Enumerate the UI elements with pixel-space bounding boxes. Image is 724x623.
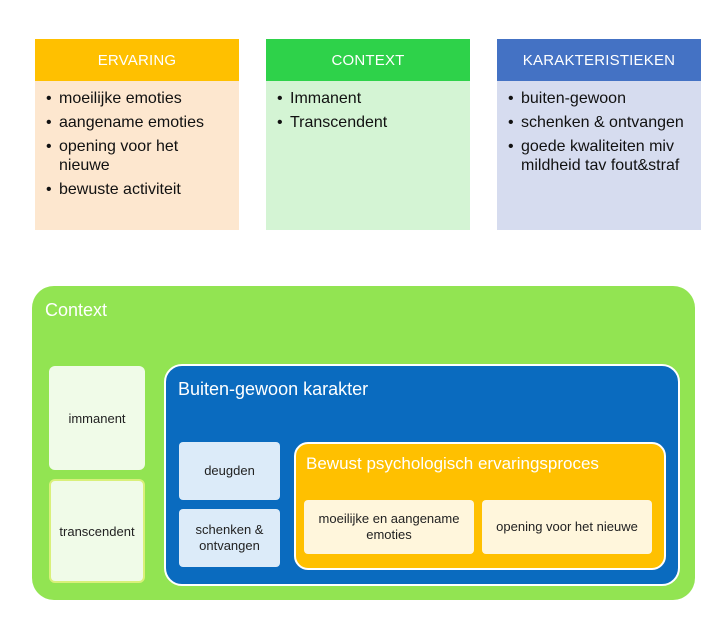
schenken-ontvangen-box: schenken & ontvangen (179, 509, 280, 567)
column-karakteristieken-title: KARAKTERISTIEKEN (497, 39, 701, 81)
list-item: Transcendent (276, 113, 460, 132)
column-context-body: Immanent Transcendent (266, 81, 470, 230)
experience-process-title: Bewust psychologisch ervaringsproces (306, 454, 599, 473)
immanent-box: immanent (49, 366, 145, 470)
character-title: Buiten-gewoon karakter (178, 379, 369, 399)
column-context-title: CONTEXT (266, 39, 470, 81)
emoties-box: moeilijke en aangename emoties (304, 500, 474, 554)
column-ervaring-body: moeilijke emoties aangename emoties open… (35, 81, 239, 230)
column-context: CONTEXT Immanent Transcendent (266, 39, 470, 230)
column-karakteristieken: KARAKTERISTIEKEN buiten-gewoon schenken … (497, 39, 701, 230)
list-item: Immanent (276, 89, 460, 108)
context-container: Context immanent transcendent Buiten-gew… (32, 286, 695, 600)
list-item: schenken & ontvangen (507, 113, 691, 132)
transcendent-box: transcendent (49, 479, 145, 583)
column-ervaring-title: ERVARING (35, 39, 239, 81)
character-container: Buiten-gewoon karakter deugden schenken … (164, 364, 680, 586)
deugden-box: deugden (179, 442, 280, 500)
list-item: bewuste activiteit (45, 180, 229, 199)
list-item: aangename emoties (45, 113, 229, 132)
list-item: goede kwaliteiten miv mildheid tav fout&… (507, 137, 691, 175)
column-karakteristieken-body: buiten-gewoon schenken & ontvangen goede… (497, 81, 701, 230)
list-item: moeilijke emoties (45, 89, 229, 108)
experience-process-container: Bewust psychologisch ervaringsproces moe… (294, 442, 666, 570)
list-item: buiten-gewoon (507, 89, 691, 108)
opening-box: opening voor het nieuwe (482, 500, 652, 554)
list-item: opening voor het nieuwe (45, 137, 229, 175)
column-ervaring: ERVARING moeilijke emoties aangename emo… (35, 39, 239, 230)
context-title: Context (45, 300, 108, 320)
